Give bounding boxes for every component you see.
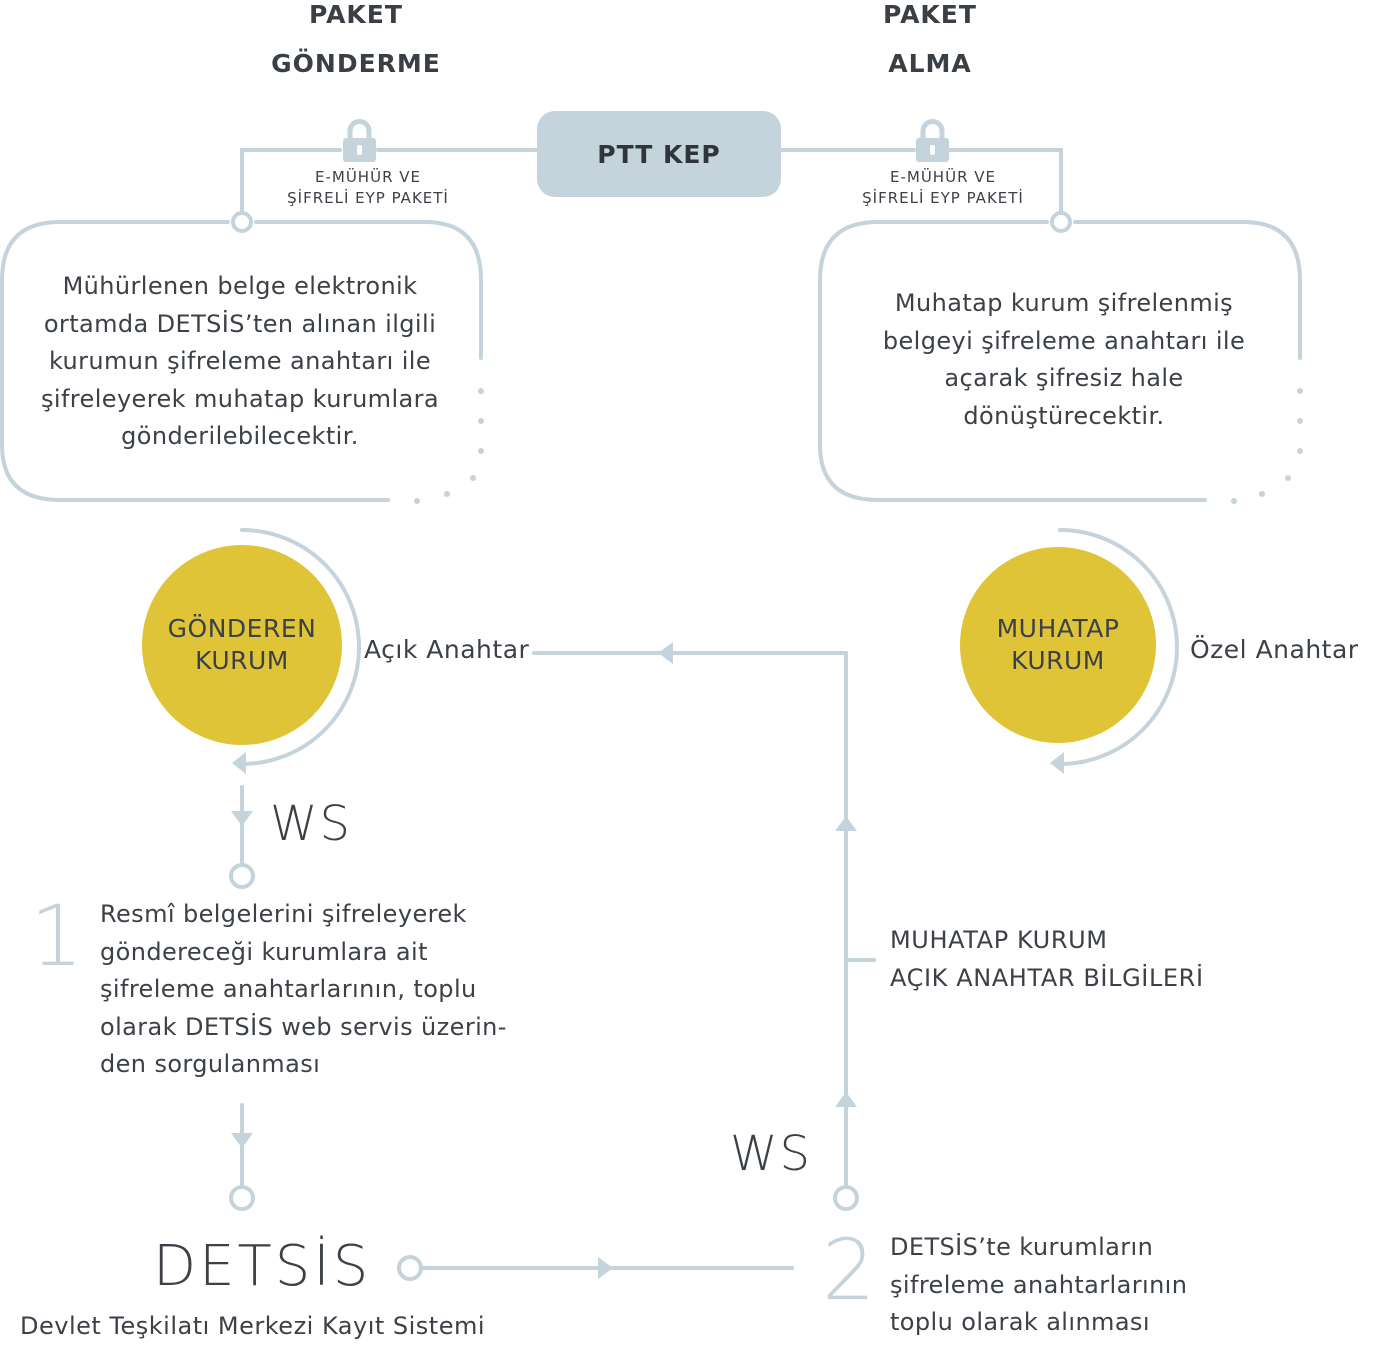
ws-right-label: WS	[730, 1126, 812, 1182]
receiver-institution-label: MUHATAP KURUM	[996, 614, 1120, 675]
receiver-arc	[1058, 528, 1179, 766]
step1-text: Resmî belgelerini şifreleyerek gönderece…	[100, 900, 507, 1078]
header-paket-alma: PAKET ALMA	[883, 0, 977, 78]
right-box-outline	[818, 220, 1207, 502]
right-box-text: Muhatap kurum şifrelenmiş belgeyi şifrel…	[882, 289, 1246, 430]
package-label-left: E-MÜHÜR VE ŞİFRELİ EYP PAKETİ	[287, 168, 449, 207]
lock-icon-left	[343, 119, 376, 162]
sender-institution-label: GÖNDEREN KURUM	[167, 614, 317, 675]
detsis-subtitle: Devlet Teşkilatı Merkezi Kayıt Sistemi	[20, 1312, 486, 1340]
right-box-node	[1050, 211, 1072, 233]
left-box-outline	[0, 220, 390, 502]
right-box-outline-right	[1073, 220, 1302, 360]
sender-arc-arrow-icon	[232, 752, 246, 774]
receiver-arc-arrow-icon	[1050, 752, 1064, 774]
left-box-node	[231, 211, 253, 233]
left-box-text: Mühürlenen belge elektronik ortamda DETS…	[40, 272, 440, 450]
step1-number: 1	[30, 887, 84, 985]
detsis-node	[397, 1255, 423, 1281]
step1-node	[229, 1185, 255, 1211]
header-paket-gonderme: PAKET GÖNDERME	[271, 0, 441, 78]
private-key-label: Özel Anahtar	[1190, 635, 1359, 664]
receiver-institution-circle: MUHATAP KURUM	[960, 547, 1156, 743]
detsis-arrow-icon	[598, 1257, 613, 1279]
public-key-return-line	[532, 651, 848, 1188]
public-key-label: Açık Anahtar	[364, 635, 530, 664]
sender-arc	[240, 528, 361, 766]
right-lock-line	[948, 148, 1063, 220]
ws-right-node	[833, 1185, 859, 1211]
muhatap-up-arrow-icon	[835, 816, 857, 831]
public-key-arrow-icon	[658, 642, 673, 664]
step2-number: 2	[822, 1221, 876, 1319]
ptt-kep-label: PTT KEP	[597, 139, 721, 169]
sender-institution-circle: GÖNDEREN KURUM	[142, 545, 342, 745]
left-lock-line	[240, 148, 342, 220]
package-label-right: E-MÜHÜR VE ŞİFRELİ EYP PAKETİ	[862, 168, 1024, 207]
detsis-title: DETSİS	[153, 1234, 372, 1299]
ptt-kep-box: PTT KEP	[537, 111, 781, 197]
lock-icon-right	[916, 119, 949, 162]
step1-arrow-icon	[231, 1133, 253, 1148]
muhatap-key-info: MUHATAP KURUM AÇIK ANAHTAR BİLGİLERİ	[890, 926, 1204, 992]
ws-left-label: WS	[270, 796, 352, 852]
ws-left-node	[229, 863, 255, 889]
ws-right-up-arrow-icon	[835, 1092, 857, 1107]
left-box-outline-right	[254, 220, 483, 360]
step2-text: DETSİS’te kurumların şifreleme anahtarla…	[890, 1233, 1188, 1336]
ws-left-arrow-icon	[231, 811, 253, 826]
